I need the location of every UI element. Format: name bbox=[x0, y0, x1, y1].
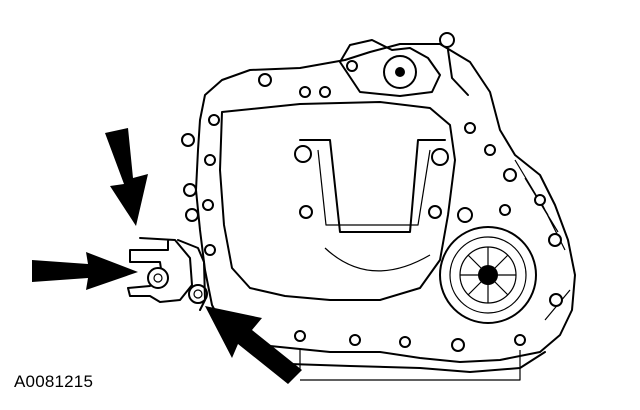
final-drive-ring bbox=[449, 236, 527, 314]
arrow-lower-pointing-up-left bbox=[205, 306, 302, 384]
figure-id-label: A0081215 bbox=[14, 372, 94, 391]
bracket-strap bbox=[177, 239, 206, 311]
oil-pan-panel bbox=[219, 101, 456, 301]
bracket-bolt-left-center bbox=[153, 273, 163, 283]
mounting-bracket bbox=[127, 237, 193, 303]
dipstick-tube bbox=[447, 49, 469, 96]
arrow-upper-pointing-down bbox=[105, 128, 148, 226]
valve-gear-hub bbox=[395, 67, 405, 77]
lower-panel-curve bbox=[324, 247, 431, 272]
housing-bolts bbox=[181, 60, 563, 352]
center-rib bbox=[299, 139, 446, 233]
bracket-bolt-lower-center bbox=[193, 289, 203, 299]
bracket-bolt-lower bbox=[188, 284, 208, 304]
bracket-bolt-left bbox=[147, 267, 169, 289]
valve-body-top bbox=[339, 39, 441, 97]
lower-rail-inner bbox=[299, 348, 521, 381]
arrow-left-pointing-right bbox=[32, 252, 138, 290]
final-drive-spokes bbox=[460, 247, 516, 303]
transaxle-housing-outline bbox=[195, 43, 576, 363]
dipstick-loop bbox=[439, 32, 455, 48]
center-rib-inner bbox=[317, 149, 431, 226]
